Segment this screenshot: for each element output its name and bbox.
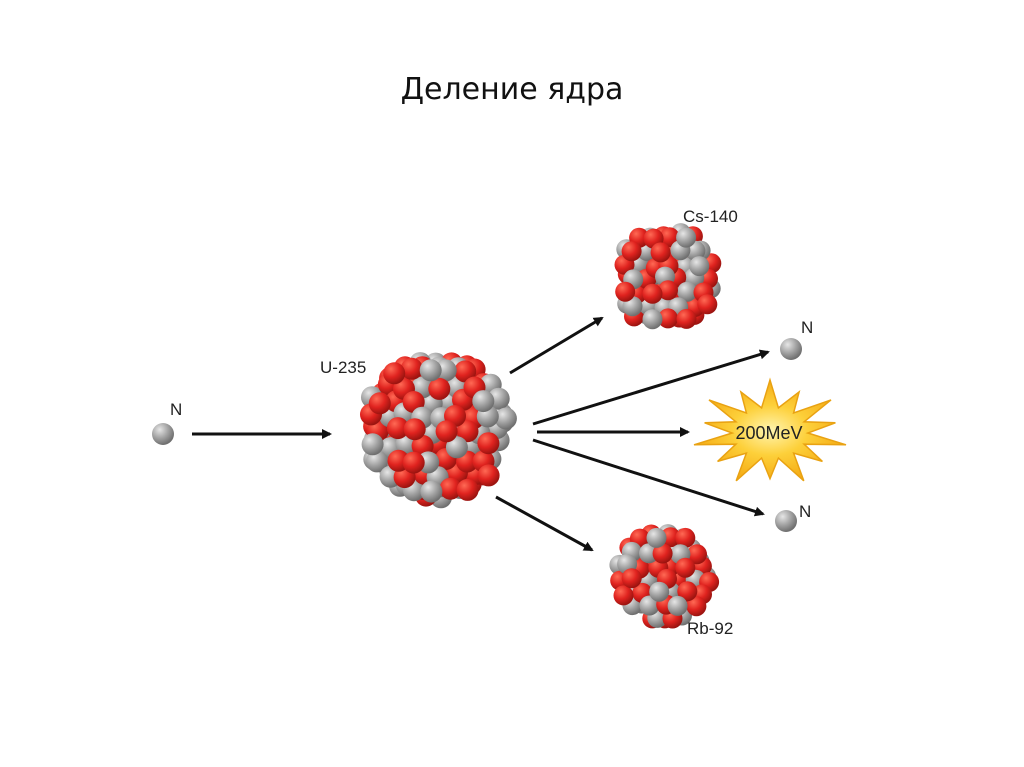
proton-ball — [675, 557, 696, 578]
outgoing-neutron-bottom — [775, 510, 797, 532]
proton-ball — [456, 420, 479, 443]
proton-ball — [658, 308, 678, 329]
proton-ball — [652, 543, 673, 564]
proton-ball — [435, 420, 458, 443]
proton-ball — [400, 357, 423, 380]
uranium-label: U-235 — [320, 358, 366, 377]
cesium-label: Cs-140 — [683, 207, 738, 226]
page-title: Деление ядра — [400, 72, 624, 107]
energy-burst — [693, 377, 847, 482]
neutron-ball — [472, 390, 495, 413]
proton-ball — [642, 283, 663, 304]
rubidium-label: Rb-92 — [687, 619, 733, 638]
proton-ball — [650, 242, 671, 263]
proton-ball — [456, 478, 479, 501]
outgoing-neutron-bottom-label: N — [799, 502, 811, 521]
neutron-ball — [642, 309, 663, 330]
proton-ball — [439, 477, 462, 500]
neutron-ball — [667, 595, 688, 616]
proton-ball — [428, 377, 451, 400]
proton-ball — [658, 280, 678, 301]
outgoing-neutron-top — [780, 338, 802, 360]
proton-ball — [675, 527, 696, 548]
neutron-ball — [366, 450, 388, 473]
neutron-ball — [676, 227, 697, 248]
proton-ball — [687, 544, 707, 565]
proton-ball — [477, 432, 500, 455]
proton-ball — [368, 392, 391, 415]
proton-ball — [403, 418, 426, 441]
proton-ball — [686, 596, 707, 617]
incoming-neutron-label: N — [170, 400, 182, 419]
proton-ball — [621, 568, 642, 589]
neutron-ball — [649, 581, 670, 602]
proton-ball — [402, 451, 425, 474]
rubidium-nucleus — [609, 524, 720, 629]
arrow-to-neutron-bottom — [532, 438, 765, 517]
outgoing-neutron-top-label: N — [801, 318, 813, 337]
neutron-ball — [689, 256, 710, 277]
proton-ball — [477, 464, 500, 487]
proton-ball — [613, 585, 634, 606]
neutron-ball — [445, 436, 468, 459]
neutron-ball — [420, 480, 443, 503]
neutron-ball — [646, 527, 667, 548]
proton-ball — [386, 417, 409, 440]
arrow-to-cesium — [509, 316, 604, 375]
proton-ball — [615, 281, 636, 302]
incoming-neutron — [152, 423, 174, 445]
neutron-ball — [494, 407, 517, 430]
proton-ball — [621, 241, 642, 262]
energy-label: 200MeV — [735, 423, 802, 443]
arrow-to-rubidium — [495, 495, 594, 552]
proton-ball — [697, 294, 718, 315]
neutron-ball — [419, 359, 442, 382]
proton-ball — [383, 362, 406, 385]
proton-ball — [677, 581, 698, 602]
proton-ball — [411, 434, 434, 457]
arrow-to-neutron-top — [532, 349, 770, 426]
proton-ball — [676, 308, 697, 329]
uranium-nucleus — [360, 352, 517, 509]
cesium-nucleus — [614, 223, 722, 330]
proton-ball — [454, 360, 477, 383]
neutron-ball — [677, 281, 698, 302]
neutron-ball — [361, 433, 384, 456]
